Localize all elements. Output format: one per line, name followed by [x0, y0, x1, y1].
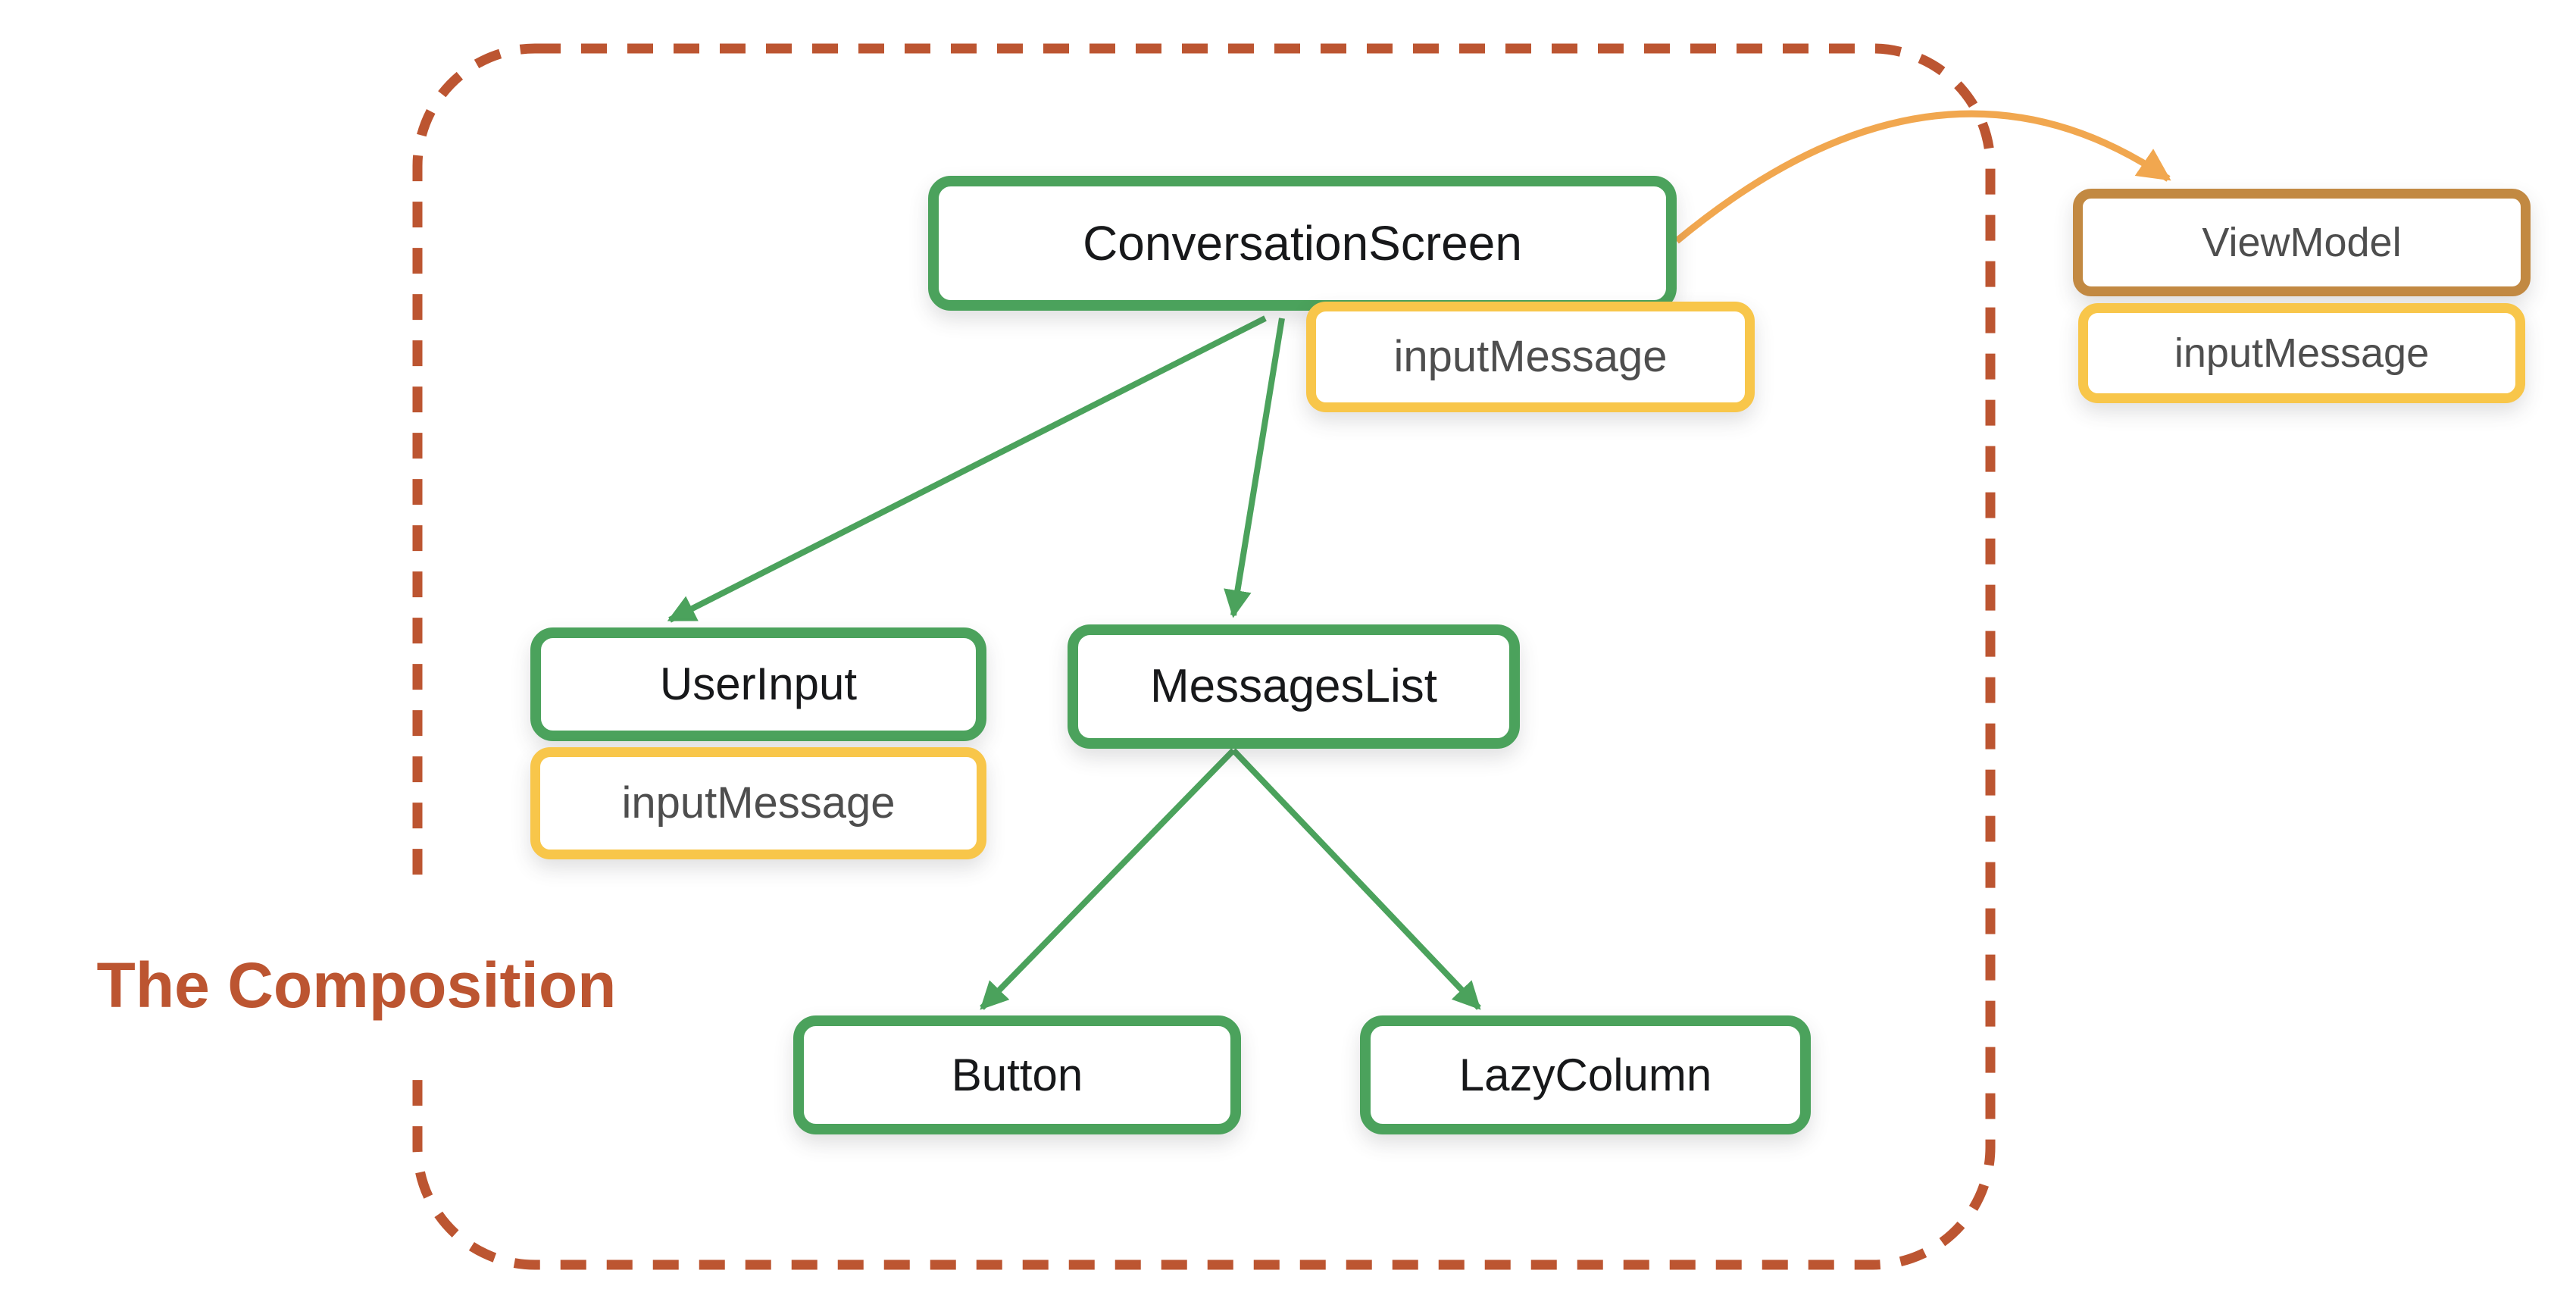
node-view-model: ViewModel: [2073, 189, 2531, 296]
node-button-label: Button: [951, 1049, 1083, 1100]
node-user-input-input-message-label: inputMessage: [621, 778, 896, 828]
node-messages-list: MessagesList: [1068, 624, 1520, 749]
node-view-model-input-message: inputMessage: [2078, 303, 2525, 403]
node-lazy-column: LazyColumn: [1360, 1015, 1811, 1134]
edge-messageslist-button: [980, 748, 1236, 1010]
node-view-model-label: ViewModel: [2202, 220, 2402, 265]
node-button: Button: [793, 1015, 1241, 1134]
edge-conversationscreen-viewmodel: [1674, 110, 2171, 244]
edge-conversationscreen-messageslist: [1224, 318, 1285, 618]
node-view-model-input-message-label: inputMessage: [2174, 330, 2430, 376]
node-conversation-input-message-label: inputMessage: [1393, 332, 1668, 381]
node-conversation-input-message: inputMessage: [1306, 302, 1755, 412]
node-lazy-column-label: LazyColumn: [1458, 1049, 1712, 1100]
edge-conversationscreen-userinput: [667, 315, 1267, 623]
composition-region-title: The Composition: [36, 890, 677, 1080]
node-user-input: UserInput: [530, 627, 986, 741]
node-user-input-input-message: inputMessage: [530, 747, 986, 859]
node-messages-list-label: MessagesList: [1149, 660, 1438, 712]
composition-dashed-boundary: [412, 43, 1996, 1270]
node-user-input-label: UserInput: [659, 659, 858, 709]
node-conversation-screen: ConversationScreen: [928, 176, 1677, 311]
edge-messageslist-lazycolumn: [1231, 748, 1481, 1010]
node-conversation-screen-label: ConversationScreen: [1083, 216, 1522, 271]
